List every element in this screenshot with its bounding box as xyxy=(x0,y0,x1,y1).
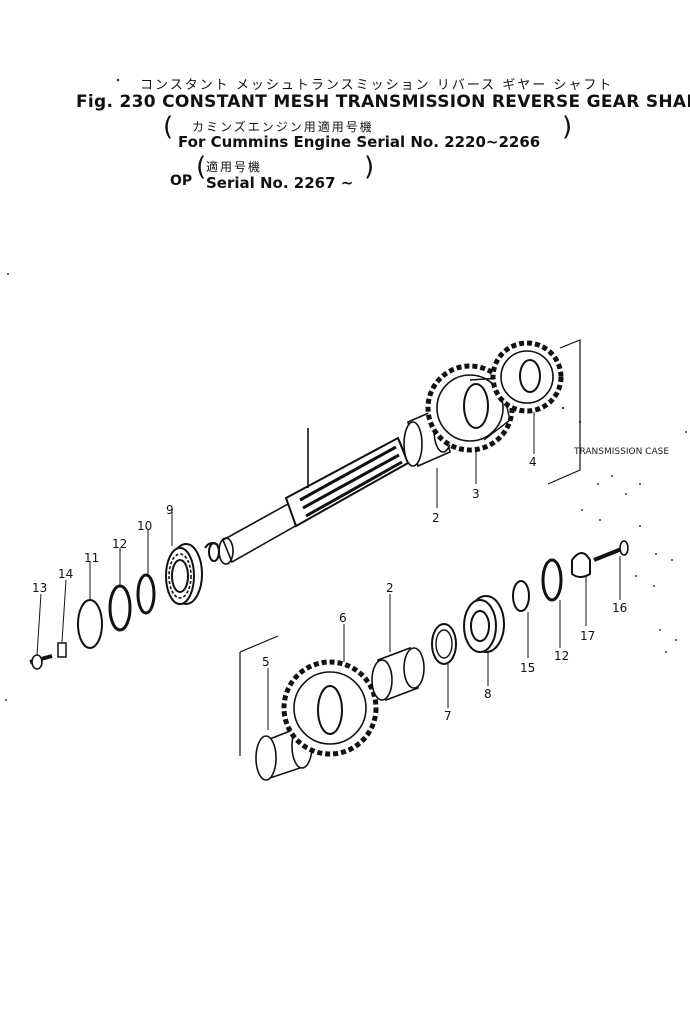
bolt-13 xyxy=(29,654,53,670)
close-paren-op: ) xyxy=(364,152,375,182)
callout-17: 17 xyxy=(580,629,595,643)
retaining-plate-11 xyxy=(77,599,103,649)
callout-7: 7 xyxy=(444,709,452,723)
lock-plate-17 xyxy=(571,552,591,578)
leader-lines xyxy=(36,412,621,730)
callout-2-lower: 2 xyxy=(386,581,394,595)
snap-ring-12-right xyxy=(541,558,563,602)
callout-16: 16 xyxy=(612,601,627,615)
callout-8: 8 xyxy=(484,687,492,701)
open-paren-op: ( xyxy=(196,152,207,182)
figure-title: Fig. 230 CONSTANT MESH TRANSMISSION REVE… xyxy=(76,92,690,112)
callout-11: 11 xyxy=(84,551,99,565)
callout-10: 10 xyxy=(137,519,152,533)
cummins-serial-range: For Cummins Engine Serial No. 2220~2266 xyxy=(178,133,541,151)
callout-13: 13 xyxy=(32,581,47,595)
callout-12-left: 12 xyxy=(112,537,127,551)
close-paren: ) xyxy=(562,112,573,142)
washer-15 xyxy=(512,580,530,612)
callout-12-right: 12 xyxy=(554,649,569,663)
callout-14: 14 xyxy=(58,567,73,581)
gear-small-upper xyxy=(490,340,564,414)
snap-ring-10 xyxy=(136,573,156,615)
ball-bearing-upper xyxy=(165,543,203,605)
callout-4: 4 xyxy=(529,455,537,469)
callout-6: 6 xyxy=(339,611,347,625)
op-serial-range: Serial No. 2267 ~ xyxy=(206,174,354,192)
callout-15: 15 xyxy=(520,661,535,675)
callout-2-upper: 2 xyxy=(432,511,440,525)
lock-plate-14 xyxy=(57,642,67,658)
sleeve-lower xyxy=(255,723,313,781)
reverse-gear-shaft xyxy=(204,436,410,565)
sleeve-lower-2 xyxy=(371,646,425,702)
thrust-washer-7 xyxy=(431,623,457,665)
transmission-case-label: TRANSMISSION CASE xyxy=(573,447,669,457)
op-label: OP xyxy=(170,173,193,189)
scan-speckles xyxy=(5,78,687,701)
snap-ring-12-left xyxy=(108,584,132,632)
open-paren: ( xyxy=(163,112,174,142)
japanese-serial-note: カミンズエンジン用適用号機 xyxy=(192,120,374,134)
part-4-bracket xyxy=(547,339,581,485)
ball-bearing-lower xyxy=(463,595,505,653)
callout-numbers: 2 3 4 9 10 12 11 14 13 5 6 2 7 8 15 12 1… xyxy=(32,447,669,723)
gear-large-lower xyxy=(281,659,379,757)
bolt-16 xyxy=(593,540,629,562)
callout-5: 5 xyxy=(262,655,270,669)
japanese-serial-note-op: 適用号機 xyxy=(206,160,263,174)
japanese-title: コンスタント メッシュトランスミッション リバース ギヤー シャフト xyxy=(140,78,614,93)
callout-3: 3 xyxy=(472,487,480,501)
callout-9: 9 xyxy=(166,503,174,517)
